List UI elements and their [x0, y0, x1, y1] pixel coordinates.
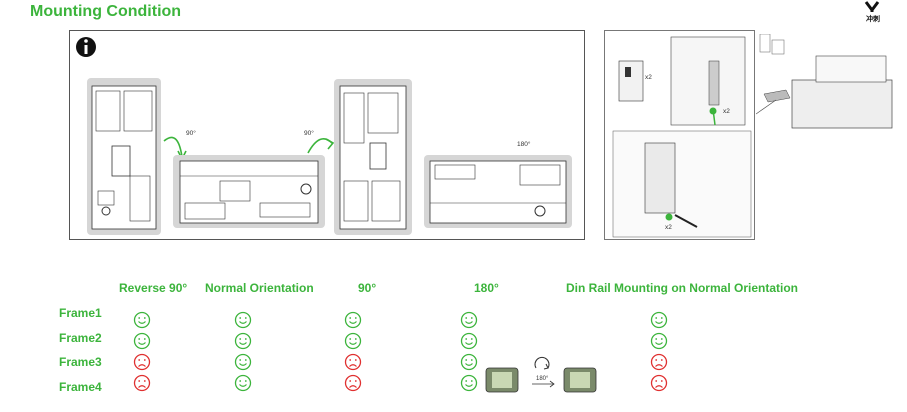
- frown-no-icon: [344, 374, 362, 392]
- device-90: [334, 79, 412, 235]
- info-icon: [76, 37, 96, 57]
- device-before: [485, 367, 519, 393]
- rotate-arrow-1: [163, 136, 183, 158]
- smiley-ok-icon: [234, 332, 252, 350]
- din-rail-product: [756, 34, 893, 129]
- page-title: Mounting Condition: [30, 3, 182, 20]
- detail-label-2: x2: [723, 108, 730, 115]
- row-frame2: Frame2: [59, 331, 102, 345]
- screw-detail: x2: [612, 130, 752, 238]
- frown-no-icon: [344, 353, 362, 371]
- frown-no-icon: [133, 374, 151, 392]
- detail-label-3: x2: [665, 224, 672, 231]
- rotate-note: 180°: [536, 376, 549, 382]
- rotate-arrow-icon: [534, 356, 550, 369]
- brand-logo: [864, 1, 880, 12]
- rotation-label-3: 180°: [517, 140, 531, 148]
- device-after: [563, 367, 597, 393]
- col-din-rail: Din Rail Mounting on Normal Orientation: [566, 281, 798, 295]
- col-reverse-90: Reverse 90°: [119, 281, 188, 295]
- orientation-drawing: 90° 90° 180°: [76, 37, 572, 235]
- frown-no-icon: [650, 353, 668, 371]
- rotation-label-1: 90°: [186, 129, 196, 137]
- col-90: 90°: [358, 281, 377, 295]
- orientation-diagram: 90° 90° 180°: [69, 30, 585, 240]
- smiley-ok-icon: [460, 311, 478, 329]
- smiley-ok-icon: [650, 332, 668, 350]
- col-normal-orientation: Normal Orientation: [205, 281, 314, 295]
- smiley-ok-icon: [460, 353, 478, 371]
- smiley-ok-icon: [650, 311, 668, 329]
- smiley-ok-icon: [133, 332, 151, 350]
- col-180: 180°: [474, 281, 499, 295]
- smiley-ok-icon: [460, 332, 478, 350]
- row-frame4: Frame4: [59, 380, 102, 394]
- smiley-ok-icon: [234, 353, 252, 371]
- din-rail-diagram: x2 x2 x2: [604, 30, 755, 240]
- smiley-ok-icon: [344, 332, 362, 350]
- frown-no-icon: [650, 374, 668, 392]
- device-180: [424, 155, 572, 228]
- device-reverse-90: [87, 78, 161, 235]
- device-normal: [173, 155, 325, 228]
- smiley-ok-icon: [234, 311, 252, 329]
- smiley-ok-icon: [133, 311, 151, 329]
- mount-detail: x2: [670, 36, 746, 126]
- smiley-ok-icon: [460, 374, 478, 392]
- logo-text: 冲刺: [866, 16, 880, 23]
- row-frame3: Frame3: [59, 355, 102, 369]
- frown-no-icon: [133, 353, 151, 371]
- row-frame1: Frame1: [59, 306, 102, 320]
- rotation-label-2: 90°: [304, 129, 314, 137]
- detail-label-1: x2: [645, 74, 652, 81]
- clip-detail: x2: [618, 60, 652, 102]
- din-rail-drawing: x2 x2 x2: [612, 36, 752, 238]
- rotate-180-illustration: 180°: [485, 356, 597, 393]
- smiley-ok-icon: [344, 311, 362, 329]
- smiley-ok-icon: [234, 374, 252, 392]
